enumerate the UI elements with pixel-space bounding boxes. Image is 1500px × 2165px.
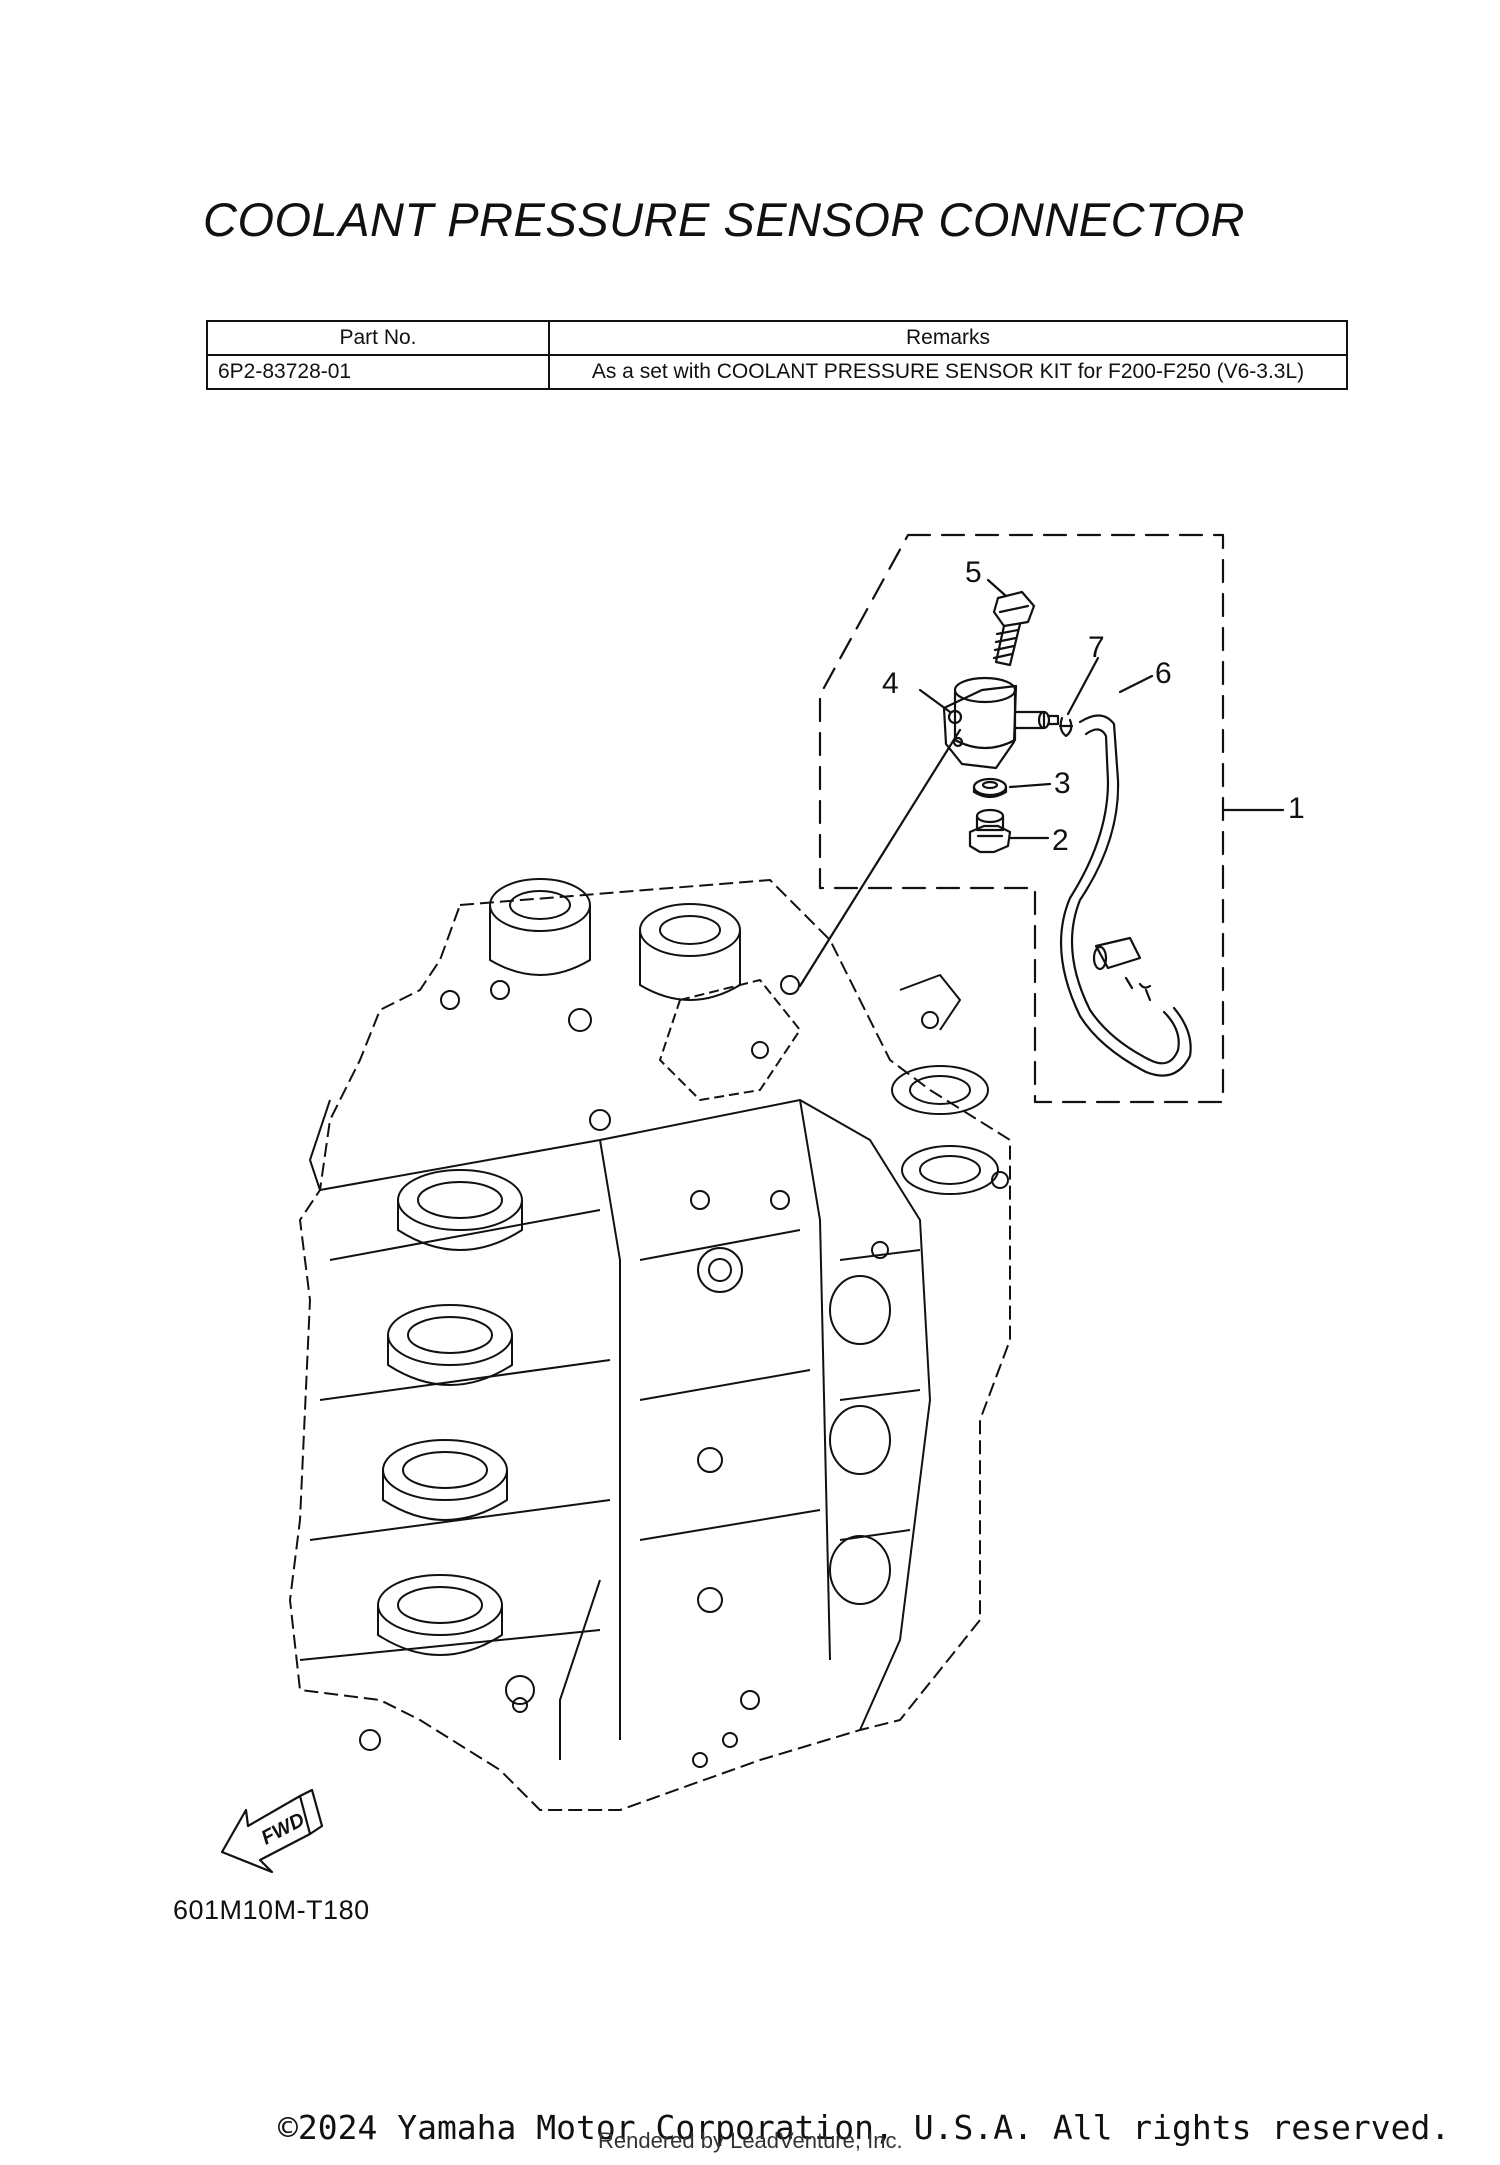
drawing-code: 601M10M-T180 <box>173 1895 370 1925</box>
callout-4[interactable]: 4 <box>882 667 899 700</box>
connector-part[interactable] <box>942 676 1060 770</box>
callout-2[interactable]: 2 <box>1052 824 1069 857</box>
assembly-boundary <box>818 533 1225 1104</box>
washer-part[interactable] <box>972 777 1008 799</box>
page-title: COOLANT PRESSURE SENSOR CONNECTOR <box>203 193 1245 246</box>
cell-remarks: As a set with COOLANT PRESSURE SENSOR KI… <box>548 354 1348 390</box>
copyright-notice: ©2024 Yamaha Motor Corporation, U.S.A. A… <box>278 2108 1451 2147</box>
bolt-part[interactable] <box>992 590 1036 667</box>
clip-part[interactable] <box>1058 716 1074 738</box>
fwd-arrow-icon <box>220 1788 324 1874</box>
leader-line-4 <box>918 688 952 714</box>
engine-block <box>289 878 1011 1811</box>
header-remarks: Remarks <box>548 320 1348 356</box>
bolt-holes <box>359 975 1009 1768</box>
cell-part-no[interactable]: 6P2-83728-01 <box>206 354 550 390</box>
head-ports <box>489 878 741 1001</box>
callout-5[interactable]: 5 <box>965 556 982 589</box>
callout-6[interactable]: 6 <box>1155 657 1172 690</box>
callout-1[interactable]: 1 <box>1288 792 1305 825</box>
table-header-row: Part No. Remarks <box>206 320 1348 356</box>
mount-leader-line <box>798 728 962 988</box>
plug-part[interactable] <box>968 808 1012 854</box>
callout-7[interactable]: 7 <box>1088 631 1105 664</box>
leader-line-6 <box>1118 674 1154 694</box>
cylinder-bores-left <box>377 1169 523 1656</box>
hose-part[interactable] <box>1059 714 1192 1077</box>
leader-line-7 <box>1066 656 1100 716</box>
rendered-by: Rendered by LeadVenture, Inc. <box>598 2128 903 2153</box>
cylinder-bores-right <box>829 1065 999 1605</box>
leader-line-3 <box>1008 782 1052 789</box>
callout-3[interactable]: 3 <box>1054 767 1071 800</box>
header-part-no: Part No. <box>206 320 550 356</box>
leader-line-5 <box>986 578 1008 598</box>
parts-table: Part No. Remarks 6P2-83728-01 As a set w… <box>206 320 1348 390</box>
table-row[interactable]: 6P2-83728-01 As a set with COOLANT PRESS… <box>206 354 1348 390</box>
